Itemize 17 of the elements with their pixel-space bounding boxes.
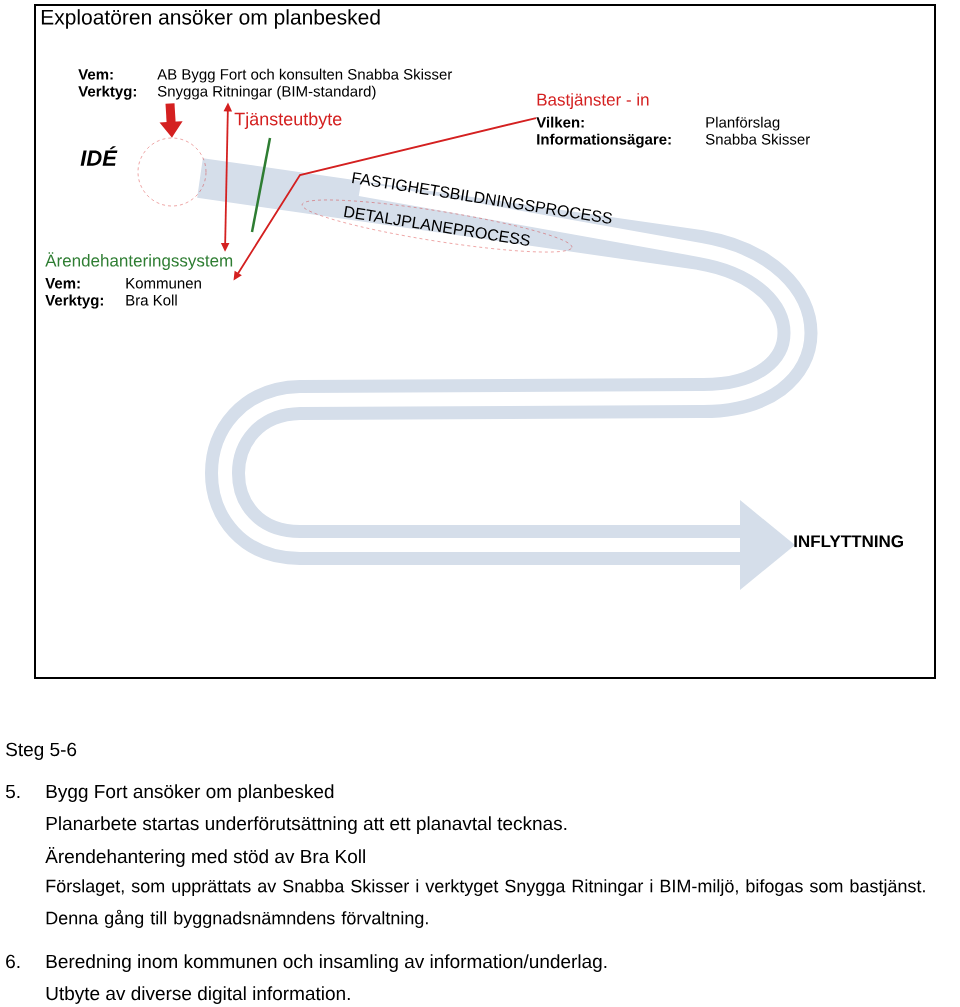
info-text: Vem: AB Bygg Fort och konsulten Snabba Skisser Verktyg: Snygga Ritningar (BIM-standard) xyxy=(78,68,453,100)
ide-label: IDÉ xyxy=(80,146,118,166)
list-text: Förslaget, som upprättats av Snabba Skisser i verktyget Snygga Ritningar i BIM-miljö, bifogas som bastjänst. Denna gång till byggnadsnämndens förvaltning. xyxy=(46,879,925,928)
info-text: Bastjänster - in Vilken: Planförslag Informationsägare: Snabba Skisser xyxy=(536,93,810,148)
list-text: Beredning inom kommunen och insamling av information/underlag. xyxy=(46,954,607,972)
end-label: INFLYTTNING xyxy=(794,535,903,548)
list-text: Planarbete startas underförutsättning att ett planavtal tecknas. xyxy=(46,816,567,834)
list-number: 5. xyxy=(5,784,20,799)
step-heading: Steg 5-6 xyxy=(6,742,77,760)
list-number: 6. xyxy=(6,954,20,969)
title: Exploatören ansöker om planbesked xyxy=(41,9,380,29)
list-text: Ärendehantering med stöd av Bra Koll xyxy=(45,847,365,867)
arrow-label: Tjänsteutbyte xyxy=(234,112,342,129)
list-text: Bygg Fort ansöker om planbesked xyxy=(46,784,334,802)
info-text: Ärendehanteringssystem Vem: Kommunen Verktyg: Bra Koll xyxy=(45,252,233,309)
list-text: Utbyte av diverse digital information. xyxy=(46,986,350,1004)
dashed-circle xyxy=(137,137,207,207)
